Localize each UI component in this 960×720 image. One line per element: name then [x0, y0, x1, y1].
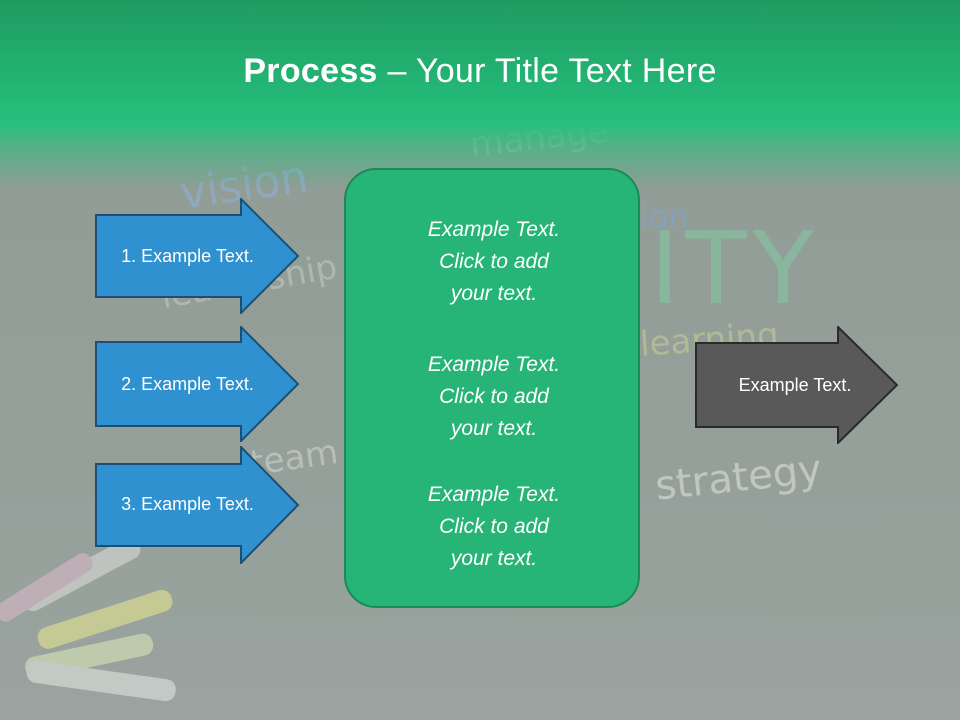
center-line: your text. [450, 547, 538, 570]
right-arrow-label: Example Text. [738, 374, 852, 395]
arrow-right-shape [95, 198, 300, 314]
title-rest: – Your Title Text Here [377, 52, 717, 90]
center-line: Example Text. [427, 218, 561, 241]
arrow-right-shape [95, 446, 300, 564]
center-line: Example Text. [427, 483, 561, 506]
left-arrow-2[interactable]: 2. Example Text. [95, 326, 300, 442]
arrow-right-shape [695, 326, 899, 444]
center-line: Example Text. [427, 353, 561, 376]
right-arrow[interactable]: Example Text. [695, 326, 900, 444]
left-arrow-1[interactable]: 1. Example Text. [95, 198, 300, 314]
center-text-block-2[interactable]: Example Text. Click to add your text. [346, 349, 642, 445]
title-bold: Process [243, 52, 378, 90]
center-line: Click to add [439, 515, 549, 538]
title-banner [0, 0, 960, 190]
chalk-sticks-image [0, 537, 176, 702]
left-arrow-label: 3. Example Text. [121, 493, 254, 514]
center-line: your text. [450, 417, 538, 440]
center-text-block-1[interactable]: Example Text. Click to add your text. [346, 214, 642, 310]
center-line: Click to add [439, 385, 549, 408]
chalk-word-strategy: strategy [653, 446, 824, 510]
left-arrow-label: 1. Example Text. [121, 245, 254, 266]
center-text-block-3[interactable]: Example Text. Click to add your text. [346, 479, 642, 575]
left-arrow-3[interactable]: 3. Example Text. [95, 446, 300, 564]
arrow-right-shape [95, 326, 300, 442]
center-text-box[interactable]: Example Text. Click to add your text. Ex… [344, 168, 640, 608]
center-line: your text. [450, 282, 538, 305]
chalk-word-ity: ITY [650, 210, 820, 327]
chalk-word-ion: ion [640, 198, 689, 236]
left-arrow-label: 2. Example Text. [121, 373, 254, 394]
slide-title[interactable]: Process – Your Title Text Here [0, 52, 960, 91]
center-line: Click to add [439, 250, 549, 273]
